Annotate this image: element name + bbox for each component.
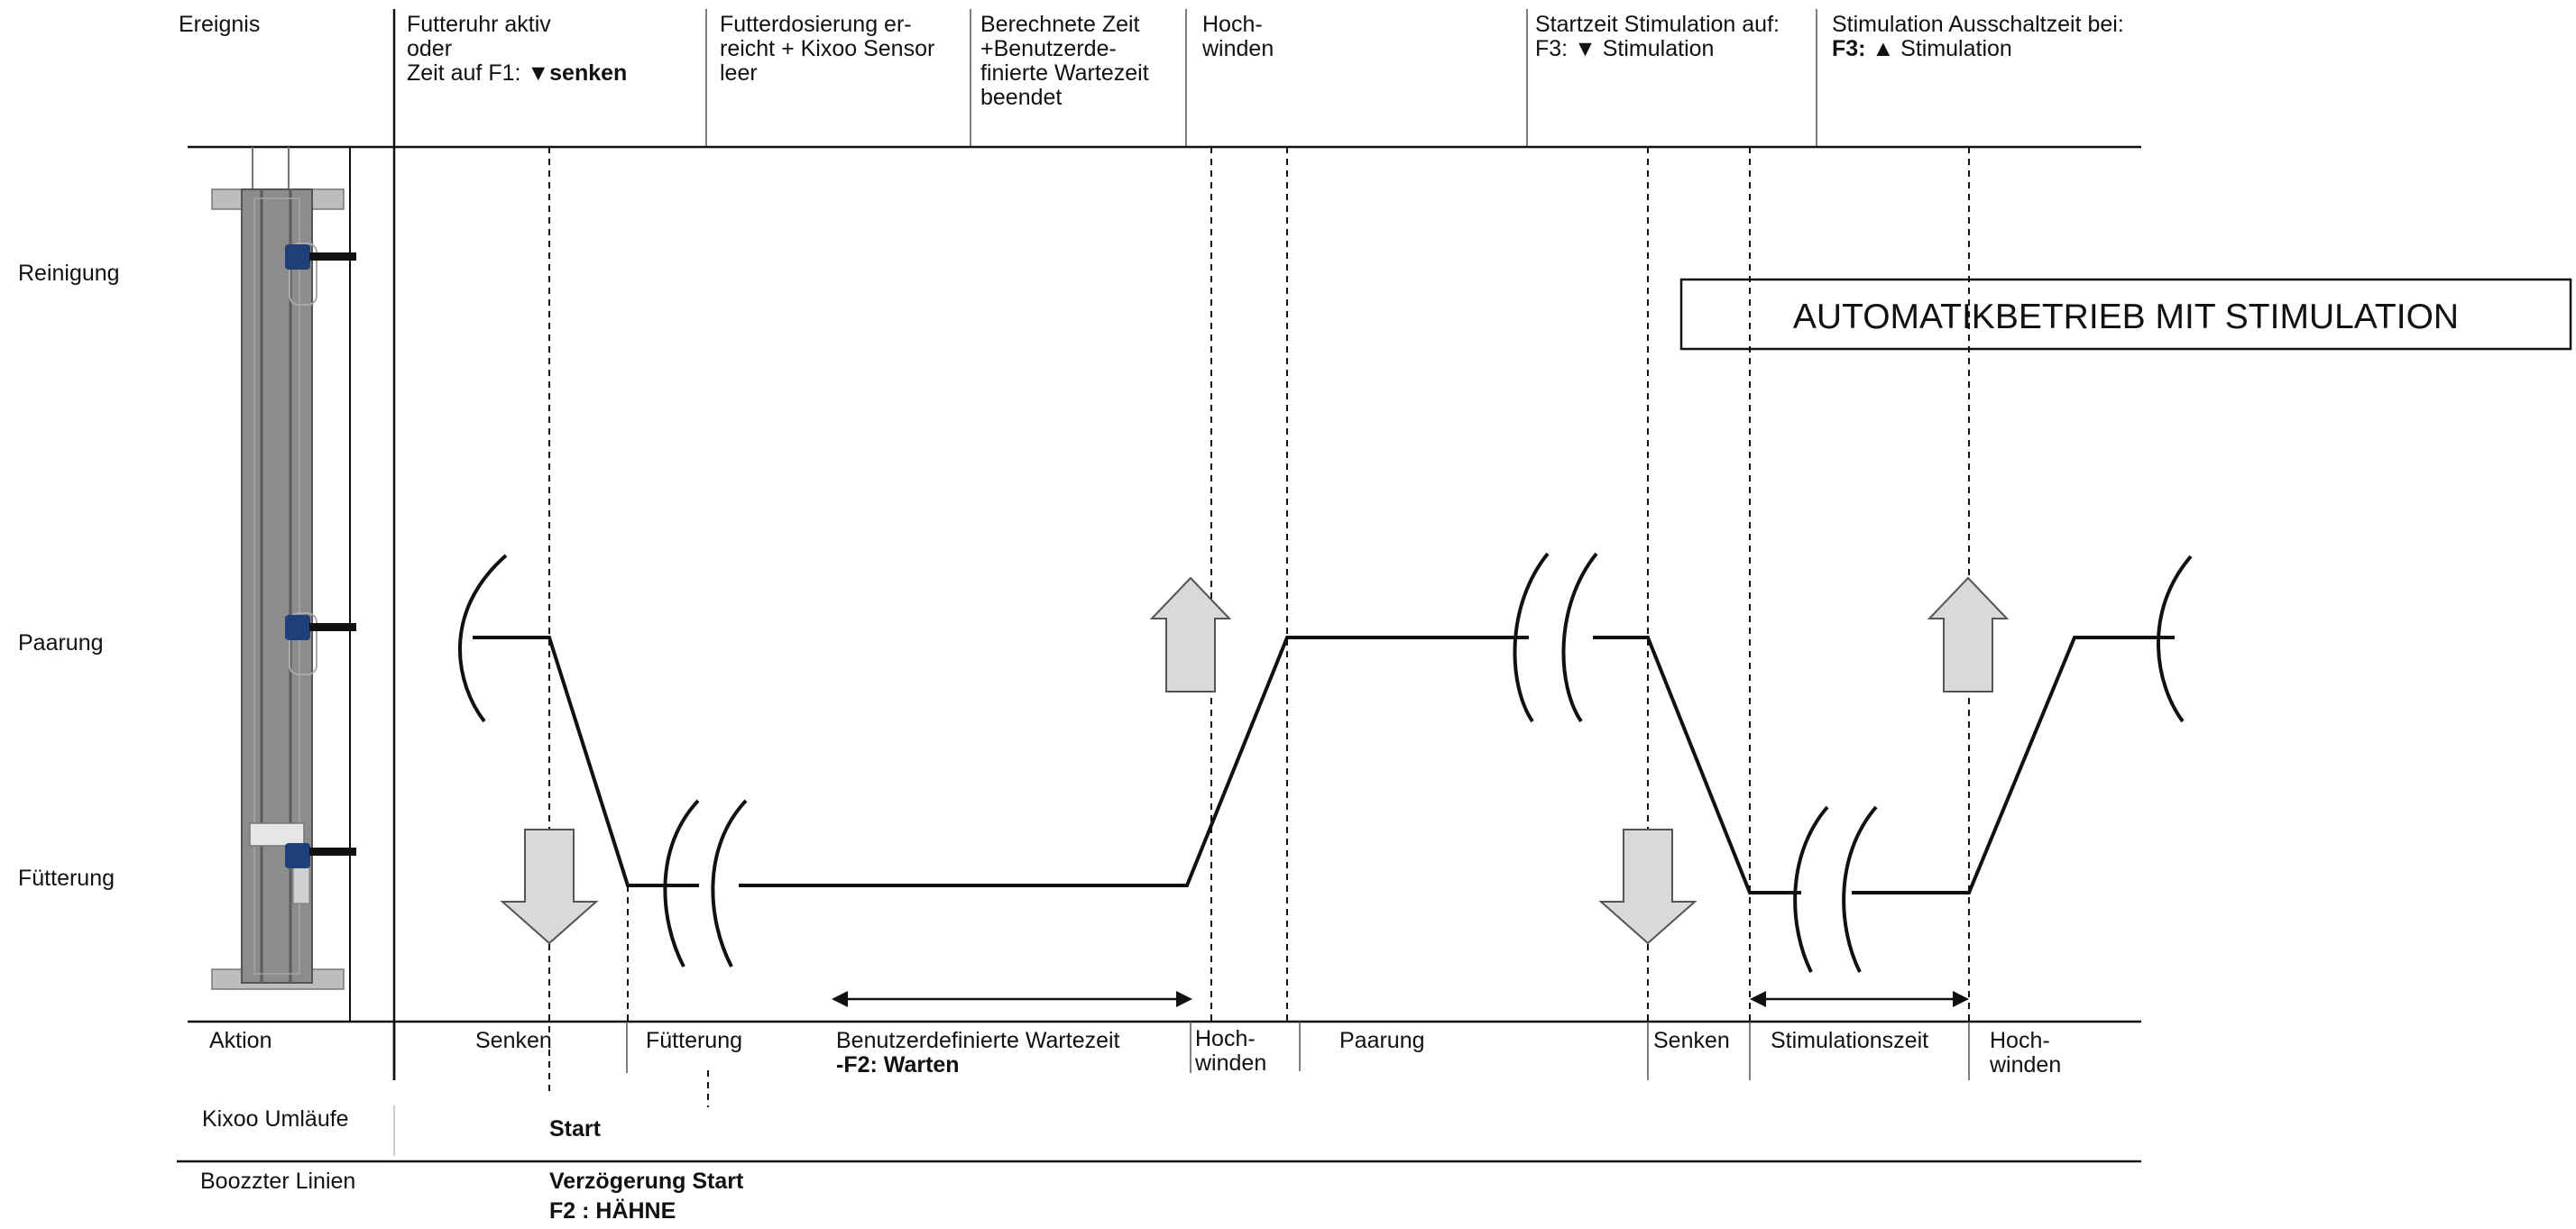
valve-icon [285,244,356,270]
level-label-feeding: Fütterung [18,866,115,891]
event-2: Futterdosierung er- reicht + Kixoo Senso… [720,12,941,86]
action-lower: Senken [475,1028,552,1053]
event-1: Futteruhr aktiv oder Zeit auf F1: ▼senke… [407,12,627,86]
event-4: Hoch- winden [1201,12,1274,61]
lower-arrow-icon [1598,829,1697,945]
raise-arrow-icon [1149,576,1232,692]
mode-banner [1679,278,2572,351]
boozzter-delay: Verzögerung Start F2 : HÄHNE [549,1169,750,1224]
mode-banner-text: AUTOMATIKBETRIEB MIT STIMULATION [1793,298,2459,336]
action-mating: Paarung [1339,1028,1425,1053]
raise-arrow-icon [1927,576,2010,692]
valve-icon [285,843,356,868]
valve-icon [285,615,356,640]
action-wait: Benutzerdefinierte Wartezeit -F2: Warten [836,1028,1126,1078]
action-lower-2: Senken [1653,1028,1730,1053]
action-row-label: Aktion [209,1028,271,1053]
action-dividers [626,1022,1970,1080]
kixoo-start: Start [549,1116,602,1142]
frame-lines [177,9,2141,1163]
stimulation-duration-arrow [1750,991,1969,1007]
boozzter-row-label: Boozzter Linien [200,1169,355,1194]
level-label-cleaning: Reinigung [18,261,120,286]
action-raise: Hoch- winden [1194,1026,1266,1076]
header-dividers [705,9,1817,147]
break-marks [458,552,2193,973]
event-5: Startzeit Stimulation auf: F3: ▼ Stimula… [1535,12,1786,61]
lower-arrow-icon [500,829,599,945]
event-row-label: Ereignis [179,12,260,37]
level-label-mating: Paarung [18,630,104,656]
wait-duration-arrow [832,991,1192,1007]
action-stimulation: Stimulationszeit [1771,1028,1928,1053]
action-feeding: Fütterung [646,1028,742,1053]
process-level-line [473,636,2175,894]
kixoo-row-label: Kixoo Umläufe [202,1106,349,1132]
action-raise-2: Hoch- winden [1989,1028,2061,1078]
device-illustration [211,147,345,990]
event-3: Berechnete Zeit +Benutzerde- finierte Wa… [980,12,1155,110]
event-6: Stimulation Ausschaltzeit bei: F3: ▲ Sti… [1832,12,2130,61]
